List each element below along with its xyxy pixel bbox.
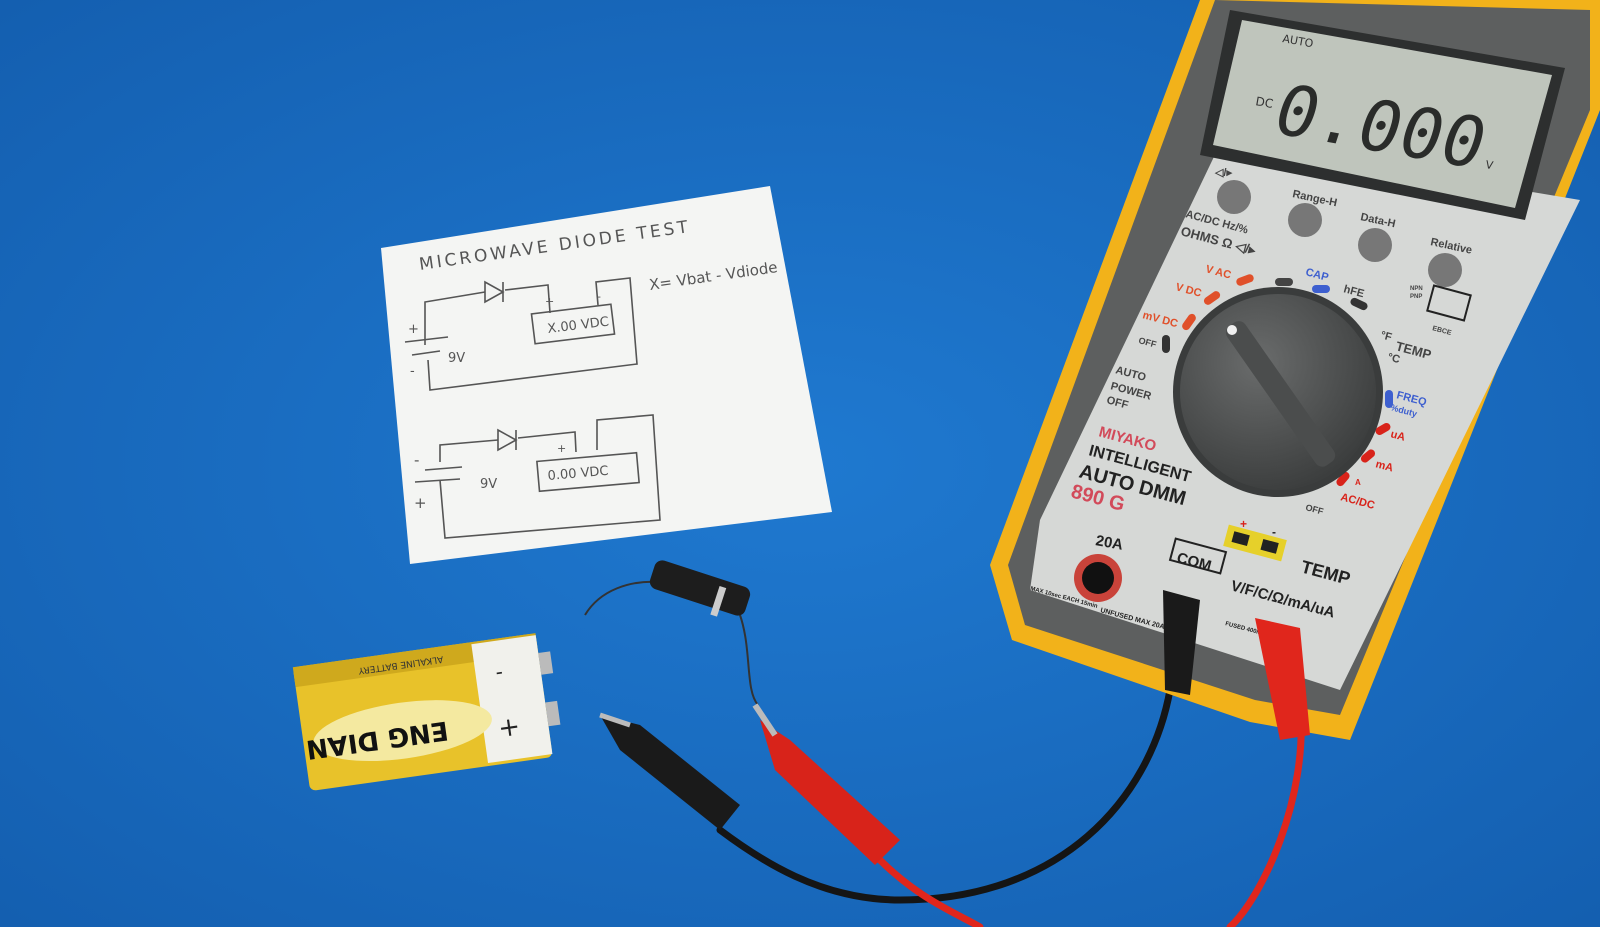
lcd-display: AUTO DC 0.000 V [1200, 10, 1565, 220]
battery-minus: - [494, 659, 504, 684]
label-a: A [1355, 478, 1361, 487]
label-off-bottom: OFF [1304, 502, 1324, 516]
rotary-selector-knob[interactable] [1173, 287, 1383, 497]
c2-minus: - [414, 451, 419, 469]
multimeter: AUTO DC 0.000 V ◁/▸ Range-H Data-H Relat… [990, 0, 1600, 740]
red-lead [876, 696, 1305, 927]
label-ua: uA [1389, 428, 1406, 443]
label-off-left: OFF [1137, 335, 1157, 349]
black-lead [716, 686, 1174, 904]
c2-plus: + [414, 494, 427, 512]
c2-battery-label: 9V [480, 477, 497, 492]
c1-plus: + [408, 322, 419, 337]
label-ebce: EBCE [1431, 325, 1452, 337]
circuit-1 [404, 277, 638, 391]
c1-battery-label: 9V [448, 351, 465, 366]
label-cap: CAP [1304, 266, 1330, 284]
c1-meter-minus: - [597, 290, 601, 303]
lcd-unit: V [1484, 158, 1494, 172]
black-alligator-clip [599, 712, 740, 830]
label-pnp: PNP [1410, 294, 1422, 300]
c1-minus: - [410, 364, 415, 379]
label-off: OFF [1105, 394, 1130, 411]
c2-meter-plus: + [557, 442, 566, 455]
diode-continuity-button[interactable] [1217, 180, 1251, 214]
label-degf: °F [1379, 329, 1393, 344]
label-ma: mA [1374, 458, 1394, 474]
label-npn: NPN [1410, 286, 1423, 292]
hfe-socket[interactable] [1426, 284, 1472, 322]
dial-position-markers [1162, 274, 1393, 487]
knob-pointer-dot [1227, 325, 1237, 335]
label-hfe: hFE [1342, 283, 1365, 300]
range-hold-button[interactable] [1288, 203, 1322, 237]
lcd-dc: DC [1254, 94, 1274, 111]
relative-button[interactable] [1428, 253, 1462, 287]
data-hold-button[interactable] [1358, 228, 1392, 262]
c1-meter-plus: + [545, 295, 554, 308]
circuit-2 [414, 414, 661, 539]
c2-meter-reading: 0.00 VDC [547, 464, 609, 484]
lcd-auto: AUTO [1281, 32, 1314, 50]
red-alligator-clip [752, 703, 900, 865]
9v-battery: ENG DIAN ALKALINE BATTERY - + [292, 633, 561, 791]
diagram-paper: MICROWAVE DIODE TEST X= Vbat - Vdiode + … [381, 186, 832, 564]
test-leads [716, 686, 1305, 927]
temp-plus: + [1240, 517, 1247, 531]
temp-minus: - [1272, 525, 1276, 539]
red-probe-plug[interactable] [1255, 618, 1310, 740]
label-20a: 20A [1094, 532, 1124, 554]
battery-plus: + [496, 711, 522, 744]
label-degc: °C [1386, 351, 1401, 366]
microwave-diode [584, 560, 759, 706]
diode-button-label: ◁/▸ [1214, 167, 1233, 179]
black-probe-plug[interactable] [1163, 590, 1200, 695]
c1-meter-reading: X.00 VDC [547, 315, 610, 337]
